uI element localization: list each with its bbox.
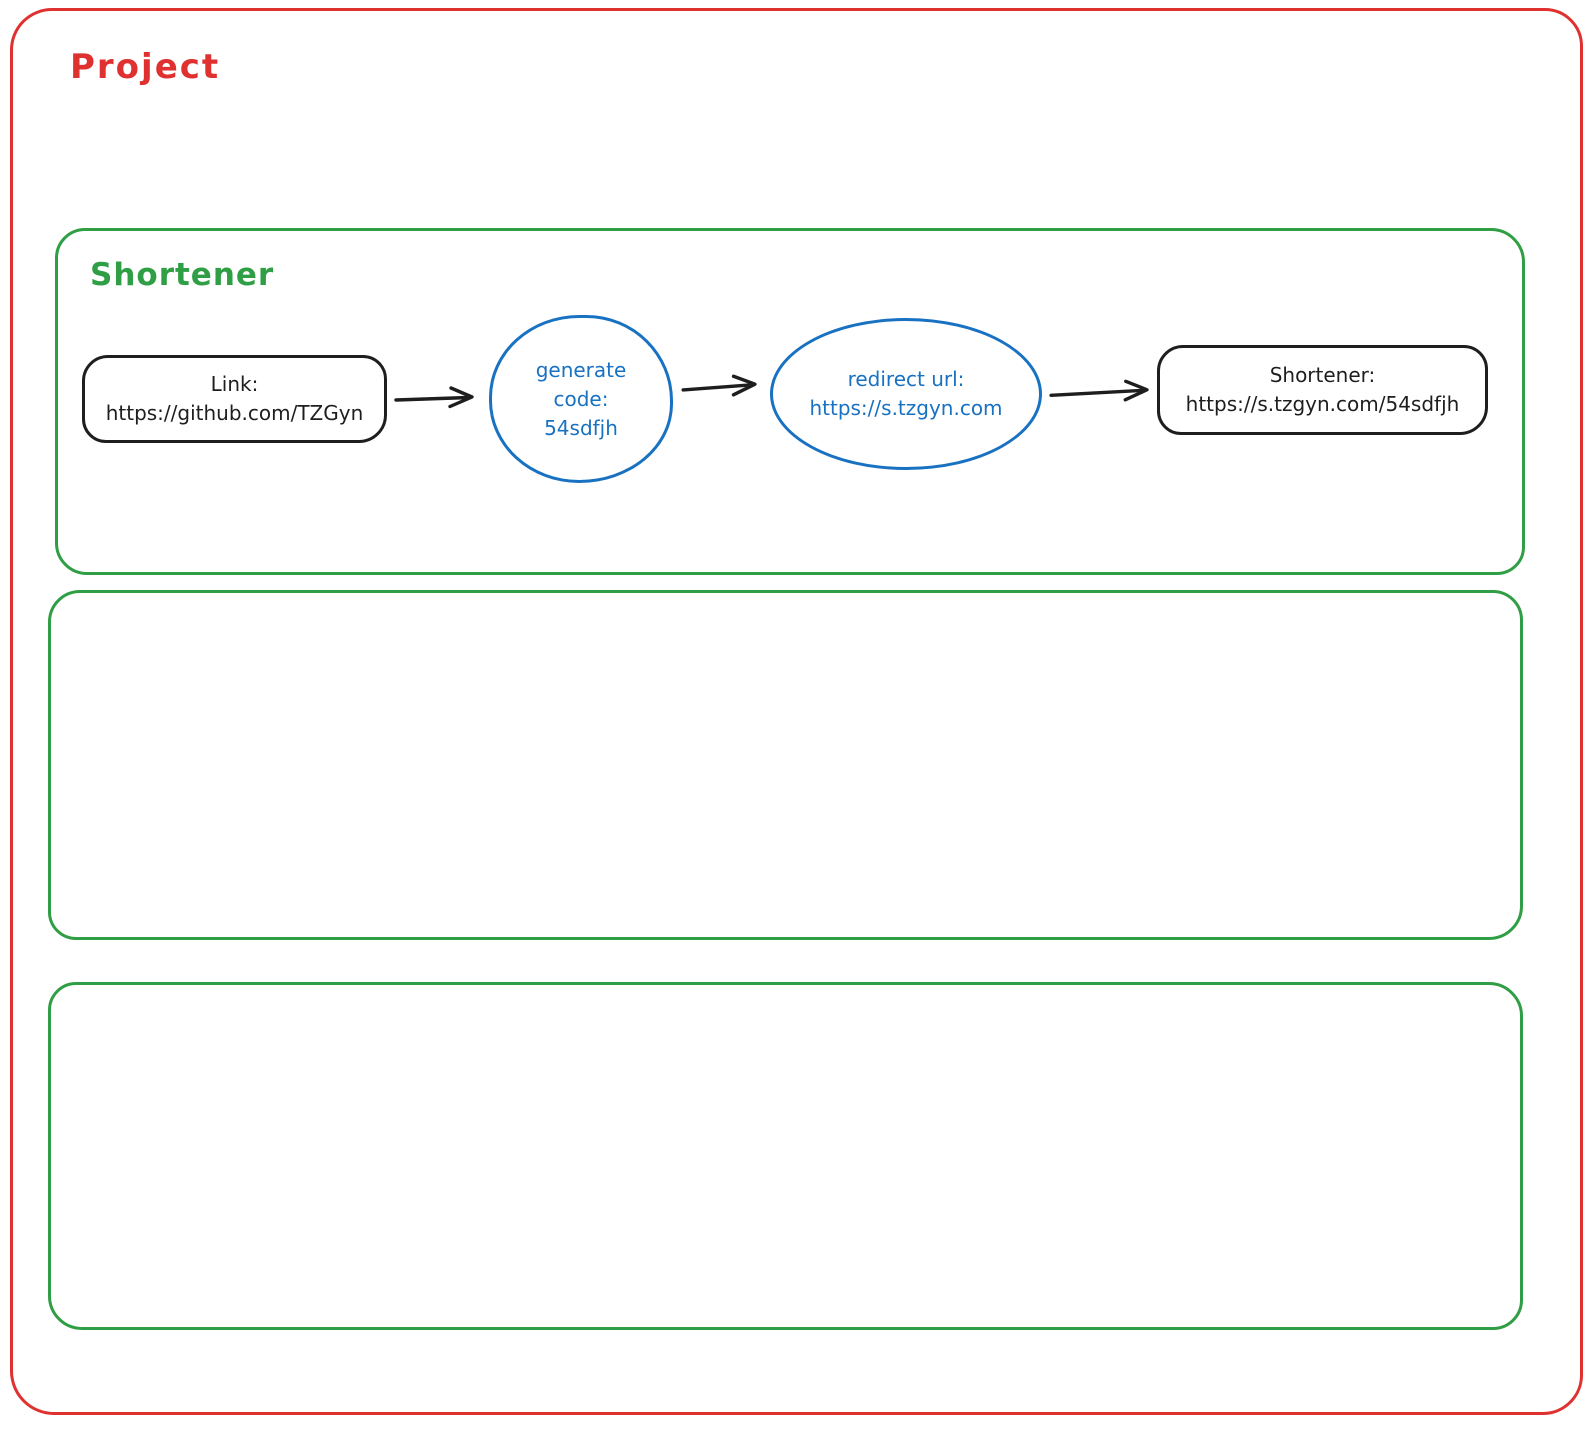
generate-node-code: 54sdfjh bbox=[544, 415, 618, 440]
arrow-right-icon bbox=[681, 374, 757, 397]
generate-node-line2: code: bbox=[553, 386, 609, 411]
project-frame-title: Project bbox=[70, 47, 221, 87]
generate-code-node: generate code: 54sdfjh bbox=[489, 315, 673, 483]
empty-section-1 bbox=[48, 590, 1523, 940]
redirect-node-label: redirect url: bbox=[847, 367, 965, 391]
arrow-right-icon bbox=[394, 386, 474, 409]
link-node-url: https://github.com/TZGyn bbox=[105, 401, 364, 425]
arrow-right-icon bbox=[1049, 379, 1149, 402]
redirect-node-url: https://s.tzgyn.com bbox=[809, 396, 1003, 420]
result-node-label: Shortener: bbox=[1269, 363, 1376, 387]
shortened-link-node: Shortener: https://s.tzgyn.com/54sdfjh bbox=[1157, 345, 1488, 435]
shortener-frame-title: Shortener bbox=[90, 257, 275, 293]
shortener-frame: Shortener Link: https://github.com/TZGyn… bbox=[55, 228, 1525, 575]
empty-section-2 bbox=[48, 982, 1523, 1330]
generate-node-line1: generate bbox=[535, 357, 627, 382]
project-frame: Project Shortener Link: https://github.c… bbox=[10, 8, 1583, 1415]
link-node: Link: https://github.com/TZGyn bbox=[82, 355, 387, 443]
result-node-url: https://s.tzgyn.com/54sdfjh bbox=[1185, 392, 1460, 416]
redirect-url-node: redirect url: https://s.tzgyn.com bbox=[770, 318, 1042, 470]
link-node-label: Link: bbox=[210, 372, 259, 396]
